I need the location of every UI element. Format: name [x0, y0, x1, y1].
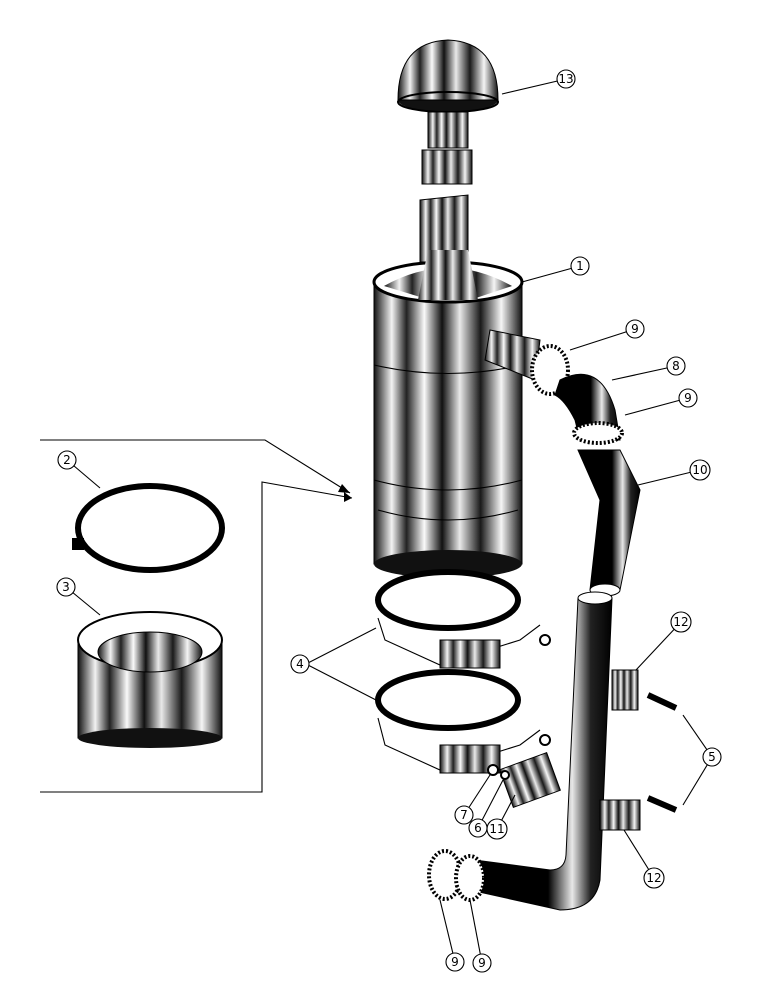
- svg-text:12: 12: [673, 615, 688, 629]
- callout-9-lower-left: 9: [439, 899, 465, 972]
- callout-2: 2: [57, 450, 101, 489]
- air-cleaner-body-part-1: [372, 194, 541, 578]
- callout-8: 8: [611, 356, 686, 381]
- svg-text:6: 6: [474, 821, 482, 835]
- svg-text:9: 9: [451, 955, 459, 969]
- inset-parts-2-3: [72, 483, 225, 748]
- svg-text:4: 4: [296, 657, 304, 671]
- svg-text:12: 12: [646, 871, 661, 885]
- callout-12-lower: 12: [623, 829, 665, 889]
- callout-6: 6: [468, 779, 504, 838]
- svg-text:3: 3: [62, 580, 70, 594]
- callout-11: 11: [486, 794, 516, 840]
- callout-9-lower-right: 9: [469, 899, 492, 973]
- inset-frame: [40, 439, 353, 793]
- callout-13: 13: [501, 69, 576, 95]
- callout-3: 3: [56, 577, 101, 616]
- svg-text:11: 11: [489, 822, 504, 836]
- svg-text:13: 13: [558, 72, 573, 86]
- svg-text:8: 8: [672, 359, 680, 373]
- svg-text:5: 5: [708, 750, 716, 764]
- svg-text:10: 10: [692, 463, 707, 477]
- svg-text:9: 9: [684, 391, 692, 405]
- callout-10: 10: [637, 459, 711, 486]
- svg-text:1: 1: [576, 259, 584, 273]
- callout-4: 4: [290, 627, 377, 701]
- breather-cap-part-13: [397, 39, 499, 185]
- svg-text:9: 9: [631, 322, 639, 336]
- mounting-bands-part-4: [375, 569, 551, 774]
- svg-text:7: 7: [460, 808, 468, 822]
- callout-12-upper: 12: [635, 611, 692, 671]
- callout-9-upper: 9: [569, 319, 645, 351]
- callout-5: 5: [682, 714, 722, 806]
- callout-9-mid: 9: [624, 388, 698, 416]
- callout-1: 1: [521, 256, 590, 283]
- svg-text:9: 9: [478, 956, 486, 970]
- callout-7: 7: [454, 774, 491, 825]
- svg-text:2: 2: [63, 453, 71, 467]
- callouts: 13 1 9 8 9 10 2: [56, 69, 722, 973]
- upper-hose-parts-8-9-10: [530, 344, 641, 597]
